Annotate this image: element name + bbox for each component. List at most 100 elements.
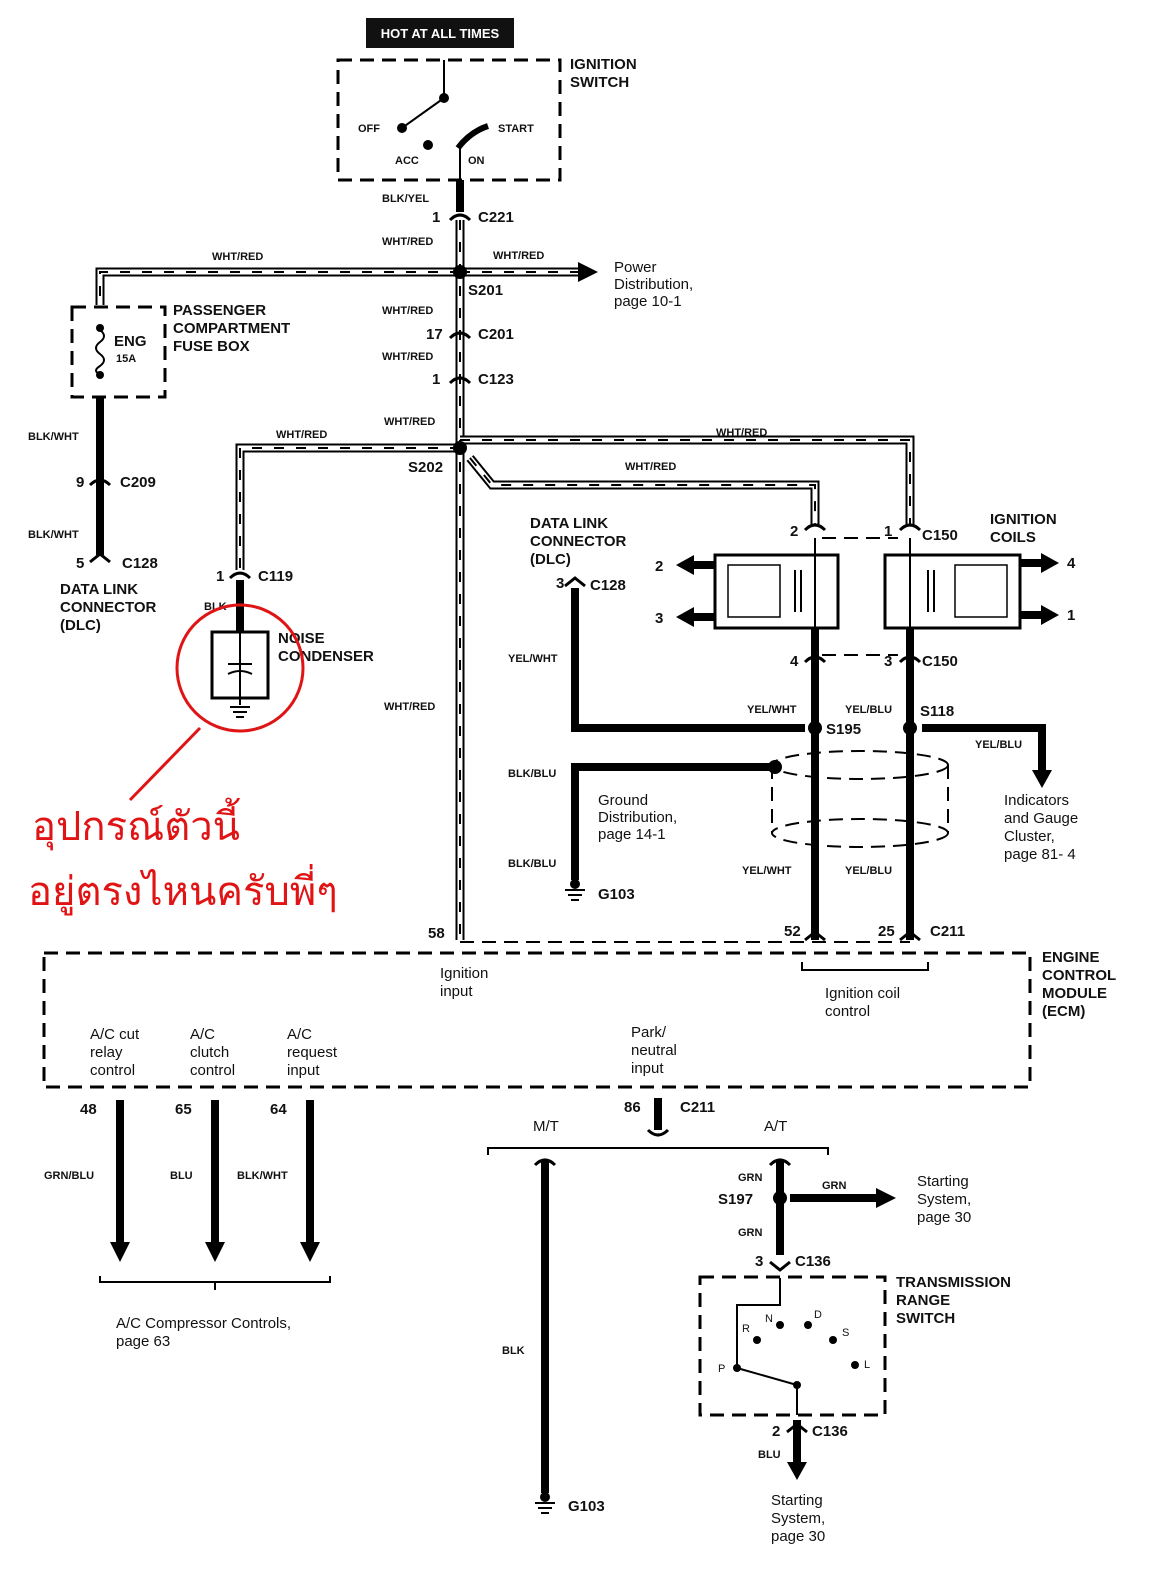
label-splices-s201: S201	[468, 282, 503, 299]
shield-drain	[768, 760, 782, 774]
label-pins-p58: 58	[428, 925, 445, 942]
label-pins-p1: 1	[884, 523, 892, 540]
label-pins-p2: 2	[655, 558, 663, 575]
label-pins-p48: 48	[80, 1101, 97, 1118]
label-grounds-g103: G103	[568, 1498, 605, 1515]
label-refs-ground-dist-1: Distribution,	[598, 809, 677, 826]
ground-icon	[565, 879, 585, 901]
label-connectors-c150: C150	[922, 527, 958, 544]
label-wire-colors-wht-red: WHT/RED	[382, 305, 433, 317]
label-wire-colors-blk-wht: BLK/WHT	[237, 1170, 288, 1182]
label-connectors-c221: C221	[478, 209, 514, 226]
label-pins-p1: 1	[432, 209, 440, 226]
label-pins-p1: 1	[216, 568, 224, 585]
label-transmission-title-2: SWITCH	[896, 1310, 955, 1327]
label-ecm-park-neutral-1: neutral	[631, 1042, 677, 1059]
label-pins-p1: 1	[432, 371, 440, 388]
reference-notes: Power Distribution, page 10-1 Ground Dis…	[90, 259, 1078, 1545]
label-connectors-c211: C211	[680, 1099, 715, 1116]
label-ecm-ac-cut-2: control	[90, 1062, 135, 1079]
label-refs-ac-comp-0: A/C Compressor Controls,	[116, 1315, 291, 1332]
label-ecm-ac-clutch-2: control	[190, 1062, 235, 1079]
label-splices-s195: S195	[826, 721, 861, 738]
pos-r: R	[742, 1323, 750, 1335]
label-wire-colors-blk-blu: BLK/BLU	[508, 858, 556, 870]
hot-label: HOT AT ALL TIMES	[381, 26, 500, 41]
ignition-switch-title: IGNITION	[570, 56, 637, 73]
ignition-switch: OFF ACC ON START	[336, 58, 562, 182]
label-ecm-ac-request-0: A/C	[287, 1026, 312, 1043]
red-annotation: อุปกรณ์ตัวนี้ อยู่ตรงไหนครับพี่ๆ	[28, 603, 338, 915]
label-pins-p64: 64	[270, 1101, 287, 1118]
label-pins-p3: 3	[556, 575, 564, 592]
label-pins-p3: 3	[655, 610, 663, 627]
splice-s195	[808, 721, 822, 735]
wires	[95, 180, 1059, 1493]
label-refs-power-dist-2: page 10-1	[614, 293, 682, 310]
label-refs-starting1-1: System,	[917, 1191, 971, 1208]
label-dlc-line1: DATA LINK	[530, 515, 608, 532]
label-wire-colors-yel-blu: YEL/BLU	[845, 865, 892, 877]
label-refs-starting1-0: Starting	[917, 1173, 969, 1190]
label-pins-p3: 3	[755, 1253, 763, 1270]
label-transmission-title-1: RANGE	[896, 1292, 950, 1309]
label-pins-p4: 4	[790, 653, 799, 670]
label-refs-starting2-0: Starting	[771, 1492, 823, 1509]
ignition-coils-title-2: COILS	[990, 529, 1036, 546]
pos-p: P	[718, 1363, 725, 1375]
label-ecm-ac-clutch-1: clutch	[190, 1044, 229, 1061]
label-pins-p86: 86	[624, 1099, 641, 1116]
label-wire-colors-wht-red: WHT/RED	[384, 701, 435, 713]
label-refs-starting1-2: page 30	[917, 1209, 971, 1226]
label-refs-power-dist-1: Distribution,	[614, 276, 693, 293]
label-connectors-c128: C128	[122, 555, 158, 572]
label-connectors-c201: C201	[478, 326, 514, 343]
switch-start: START	[498, 123, 534, 135]
splice-s118	[903, 721, 917, 735]
label-pins-p9: 9	[76, 474, 84, 491]
label-transmission-at: A/T	[764, 1118, 787, 1135]
label-ecm-title-0: ENGINE	[1042, 949, 1100, 966]
label-connectors-c136: C136	[812, 1423, 848, 1440]
label-ecm-ignition-input-1: input	[440, 983, 473, 1000]
label-wire-colors-blk: BLK	[502, 1345, 525, 1357]
fuse-name: ENG	[114, 333, 147, 350]
ground-icon	[230, 706, 250, 718]
label-connectors-c209: C209	[120, 474, 156, 491]
label-ecm-ignition-coil-control-1: control	[825, 1003, 870, 1020]
label-wire-colors-wht-red: WHT/RED	[384, 416, 435, 428]
label-ecm-ac-cut-0: A/C cut	[90, 1026, 140, 1043]
label-ecm-ac-clutch-0: A/C	[190, 1026, 215, 1043]
label-wire-colors-yel-wht: YEL/WHT	[747, 704, 797, 716]
label-wire-colors-yel-blu: YEL/BLU	[845, 704, 892, 716]
label-refs-starting2-2: page 30	[771, 1528, 825, 1545]
label-dlc-line3: (DLC)	[60, 617, 101, 634]
pos-d: D	[814, 1309, 822, 1321]
label-pins-p25: 25	[878, 923, 895, 940]
label-ecm-title-1: CONTROL	[1042, 967, 1116, 984]
switch-off: OFF	[358, 123, 380, 135]
label-dlc-line2: CONNECTOR	[530, 533, 627, 550]
label-dlc-line1: DATA LINK	[60, 581, 138, 598]
ignition-coil-b	[883, 538, 1022, 630]
label-ecm-ignition-coil-control-0: Ignition coil	[825, 985, 900, 1002]
label-pins-p4: 4	[1067, 555, 1076, 572]
pos-n: N	[765, 1313, 773, 1325]
label-pins-p5: 5	[76, 555, 84, 572]
label-pins-p2: 2	[790, 523, 798, 540]
label-wire-colors-grn: GRN	[822, 1180, 847, 1192]
label-dlc-line3: (DLC)	[530, 551, 571, 568]
label-wire-colors-wht-red: WHT/RED	[276, 429, 327, 441]
label-wire-colors-wht-red: WHT/RED	[382, 236, 433, 248]
ignition-coil-a	[713, 538, 840, 630]
component-titles: DATA LINK CONNECTOR (DLC) DATA LINK CONN…	[60, 515, 1116, 1327]
label-refs-indicators-2: Cluster,	[1004, 828, 1055, 845]
splice-s201	[453, 265, 467, 279]
label-refs-power-dist-0: Power	[614, 259, 657, 276]
label-wire-colors-blk-wht: BLK/WHT	[28, 529, 79, 541]
label-wire-colors-wht-red: WHT/RED	[625, 461, 676, 473]
label-refs-starting2-1: System,	[771, 1510, 825, 1527]
label-ecm-title-3: (ECM)	[1042, 1003, 1085, 1020]
label-wire-colors-yel-wht: YEL/WHT	[742, 865, 792, 877]
